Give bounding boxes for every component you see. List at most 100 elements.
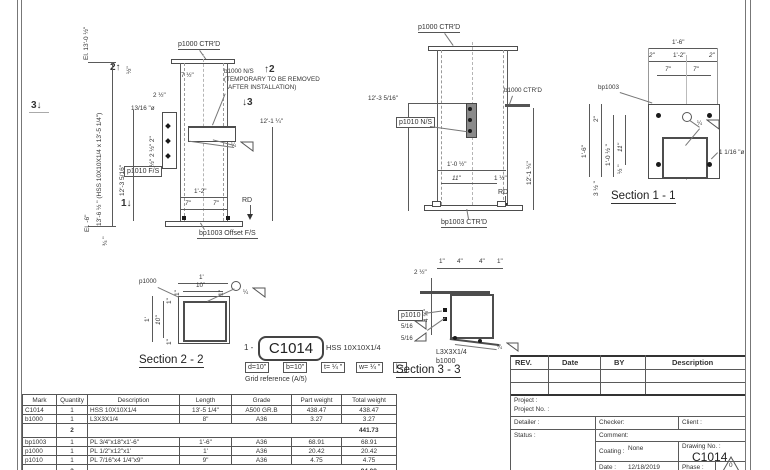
table-cell: A36 [231,446,292,456]
table-cell: p1000 [22,446,57,456]
table-cell: 1 [56,437,88,447]
bolt-symbol [443,308,447,312]
table-header-cell: Part weight [291,394,342,406]
s3-weld-516-b: 5/16 [401,336,413,342]
weld-symbol-icon [414,320,427,330]
elevation-top-label: El. 13'-0 ½" [83,26,90,60]
table-cell: 20.42 [291,446,342,456]
comment-label: Comment: [599,432,629,439]
bolt-hole-dia-label: 13/16 "ø [131,105,155,112]
dim-1-2: 1'-2" [194,188,207,195]
titleblock-line [510,416,745,417]
rd-label-view2: RD [498,189,509,196]
phase-label: Phase : [682,464,704,470]
table-cell: PL 1/2"x12"x1' [87,446,180,456]
coating-label: Coating : [599,448,625,455]
bp1003-offset-label: bp1003 Offset F/S [197,229,258,240]
dim-line [601,104,602,177]
rev-table-col-line [548,355,549,394]
section-marker-up-2: ↑2 [264,64,275,75]
section-3-title: Section 3 - 3 [396,364,461,378]
table-cell: 1 [56,414,88,424]
bolt-symbol [478,339,482,343]
dim-line [431,278,432,335]
table-cell: PL 7/16"x4 1/4"x9" [87,455,180,465]
table-cell: C1014 [22,405,57,415]
table-cell: 1 [56,455,88,465]
anchor-bolt [182,216,186,220]
dim-7-right: 7" [213,200,219,207]
bolt-symbol [468,107,472,111]
table-cell: HSS 10X10X1/4 [87,405,180,415]
section-2-title: Section 2 - 2 [139,354,204,368]
table-cell: 3 [56,464,88,470]
table-cell: 94.08 [341,464,397,470]
table-header-cell: Grade [231,394,292,406]
weld-symbol-icon [240,141,254,152]
table-cell: 438.47 [341,405,397,415]
hss-column-section [183,301,227,342]
table-cell: L3X3X1/4 [87,414,180,424]
leader-line [444,33,454,46]
table-header-cell: Length [179,394,232,406]
prop-w: w= ¼ " [356,362,384,374]
titleblock-col-line [678,416,679,429]
leader-line [429,126,467,133]
table-cell: 9" [179,455,232,465]
s3-angle-mark: b1000 [436,358,456,365]
dim-12-3: 12'-3 5/16" [119,164,126,196]
rev-table-border [510,394,745,396]
table-cell [231,464,292,470]
s2-p1000-label: p1000 [139,278,157,285]
ext-line [717,48,718,104]
table-header-cell: Quantity [56,394,88,406]
table-cell [22,423,57,438]
bolt-hole [656,162,661,167]
rd-arrow-head [247,214,253,220]
table-cell: bp1003 [22,437,57,447]
s3-dim-4-right: 4" [479,258,485,265]
rd-arrow-line [505,196,506,204]
table-cell [291,464,342,470]
table-cell: 1 [56,446,88,456]
s1-dim-1-6-left: 1'-6" [581,145,588,158]
p1010-fs-label: p1010 F/S [124,166,163,178]
table-cell: 20.42 [341,446,397,456]
section-1-title: Section 1 - 1 [611,190,676,204]
dim-line [408,103,409,211]
s2-weld-size: ¼ [243,290,249,296]
prop-k: k= [393,362,407,374]
dim-line-overall [112,62,113,226]
bolt-hole [707,113,712,118]
weld-symbol-icon [506,342,519,352]
status-label: Status : [514,432,536,439]
table-cell: p1010 [22,455,57,465]
table-cell: A36 [231,437,292,447]
dim-half-inch: ½" [126,66,133,74]
sheet-border-left-inner [21,0,22,470]
piece-qty: 1 - [244,343,254,352]
s3-angle-desc: L3X3X1/4 [436,349,467,356]
table-cell: 68.91 [291,437,342,447]
column-wall-left-hidden [184,63,185,221]
marker-tick [29,112,49,113]
s1-dim-7-left: 7" [665,66,671,73]
weld-symbol-icon [414,332,427,342]
dim-line [133,110,134,221]
weld-symbol-icon [706,119,720,130]
dim-line [163,301,164,338]
titleblock-line [595,461,745,462]
bp1003-ctrd-label: bp1003 CTR'D [441,219,488,228]
hss-column-section [662,137,708,179]
section-marker-1-down: 1↓ [121,198,132,209]
phase-value: 0 [729,462,733,469]
anchor-bolt-mark [432,201,441,207]
table-cell: 4.75 [291,455,342,465]
titleblock-col-line [595,416,596,470]
s1-dim-2: 2" [593,116,600,122]
table-cell: 8" [179,414,232,424]
s3-dim-4-left: 4" [457,258,463,265]
s1-bp1003-label: bp1003 [598,84,620,91]
